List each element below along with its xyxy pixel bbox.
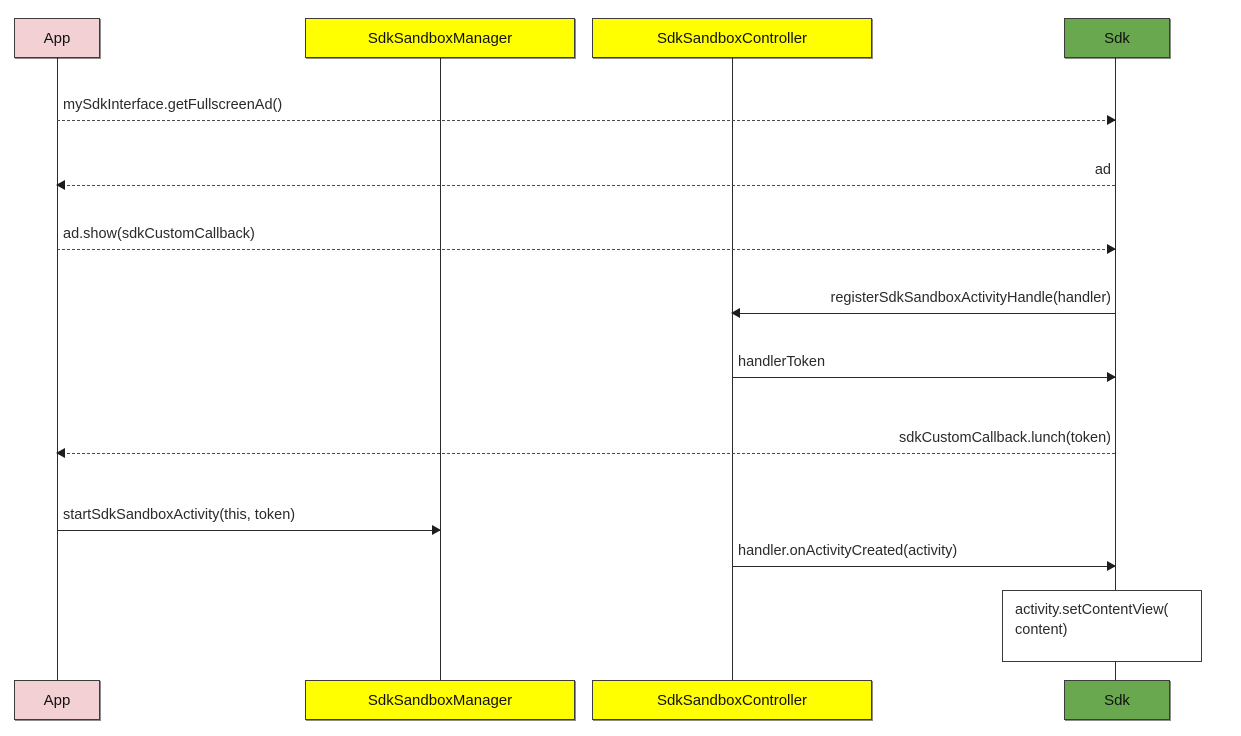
participant-head-sdk[interactable]: Sdk [1064,18,1170,58]
participant-foot-app[interactable]: App [14,680,100,720]
message-line [732,313,1115,314]
message-label: startSdkSandboxActivity(this, token) [63,507,296,524]
arrowhead-left-icon [56,180,65,190]
participant-head-sdk-sandbox-controller[interactable]: SdkSandboxController [592,18,872,58]
participant-label: SdkSandboxController [656,29,808,47]
message-line [57,120,1115,121]
message-line [57,530,440,531]
message-line [732,377,1115,378]
message-label: mySdkInterface.getFullscreenAd() [63,97,283,114]
message-line [57,249,1115,250]
note-line-2: content) [1015,621,1068,638]
note-set-content-view[interactable]: activity.setContentView( content) [1002,590,1202,662]
participant-label: SdkSandboxManager [367,691,513,709]
message-label: sdkCustomCallback.lunch(token) [899,430,1111,447]
lifeline-app [57,58,58,680]
participant-label: Sdk [1104,691,1130,709]
message-label: ad [1094,162,1111,179]
arrowhead-right-icon [1107,561,1116,571]
arrowhead-right-icon [1107,244,1116,254]
message-label: handler.onActivityCreated(activity) [738,543,958,560]
arrowhead-right-icon [432,525,441,535]
lifeline-sdk [1115,58,1116,680]
note-line-1: activity.setContentView( [1015,602,1169,618]
message-line [732,566,1115,567]
participant-foot-sdk-sandbox-controller[interactable]: SdkSandboxController [592,680,872,720]
message-label: ad.show(sdkCustomCallback) [63,226,255,243]
message-line [57,453,1115,454]
message-label: registerSdkSandboxActivityHandle(handler… [830,290,1111,307]
participant-label: SdkSandboxManager [367,29,513,47]
lifeline-sdk-sandbox-manager [440,58,441,680]
participant-label: SdkSandboxController [656,691,808,709]
participant-foot-sdk[interactable]: Sdk [1064,680,1170,720]
message-label: handlerToken [738,354,826,371]
participant-label: App [43,29,71,47]
message-line [57,185,1115,186]
lifeline-sdk-sandbox-controller [732,58,733,680]
arrowhead-right-icon [1107,372,1116,382]
arrowhead-right-icon [1107,115,1116,125]
participant-label: App [43,691,71,709]
participant-head-sdk-sandbox-manager[interactable]: SdkSandboxManager [305,18,575,58]
arrowhead-left-icon [731,308,740,318]
arrowhead-left-icon [56,448,65,458]
participant-foot-sdk-sandbox-manager[interactable]: SdkSandboxManager [305,680,575,720]
participant-label: Sdk [1104,29,1130,47]
participant-head-app[interactable]: App [14,18,100,58]
